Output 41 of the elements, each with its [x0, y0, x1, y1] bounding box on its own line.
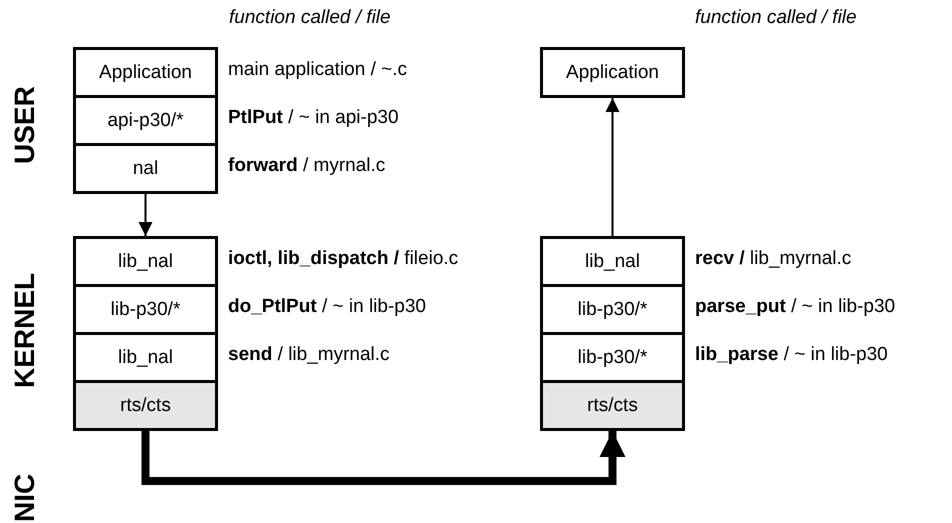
stack-layer-box	[73, 143, 218, 194]
layer-heading: USER	[10, 86, 40, 164]
stack-layer-box	[540, 332, 685, 383]
layer-label: nal	[132, 158, 158, 180]
layer-label: rts/cts	[120, 394, 171, 416]
layer-heading: KERNEL	[10, 272, 40, 388]
stack-layer-box	[73, 332, 218, 383]
layer-label: Application	[566, 62, 659, 84]
layer-label: rts/cts	[587, 394, 638, 416]
stack-layer-box	[540, 236, 685, 287]
function-file-annotation: lib_parse / ~ in lib-p30	[695, 342, 888, 366]
layer-label: api-p30/*	[107, 110, 184, 132]
stack-layer-box	[73, 380, 218, 431]
function-file-annotation: parse_put / ~ in lib-p30	[695, 294, 896, 318]
column-heading: function called / file	[229, 7, 391, 29]
function-file-annotation: ioctl, lib_dispatch / fileio.c	[228, 246, 458, 270]
function-file-annotation: recv / lib_myrnal.c	[695, 246, 852, 270]
layer-label: Application	[99, 62, 192, 84]
layer-label: lib-p30/*	[578, 346, 648, 368]
arrow	[142, 431, 626, 485]
function-file-annotation: forward / myrnal.c	[228, 154, 386, 178]
layer-label: lib_nal	[118, 250, 173, 272]
column-heading: function called / file	[695, 7, 857, 29]
stack-layer-box	[73, 236, 218, 287]
arrow	[606, 98, 620, 236]
function-file-annotation: PtlPut / ~ in api-p30	[228, 106, 399, 130]
function-file-annotation: main application / ~.c	[228, 58, 408, 82]
function-file-annotation: send / lib_myrnal.c	[228, 342, 390, 366]
function-file-annotation: do_PtlPut / ~ in lib-p30	[228, 294, 426, 318]
layer-label: lib_nal	[118, 346, 173, 368]
layer-heading: NIC	[10, 474, 40, 522]
stack-layer-box	[73, 47, 218, 98]
stack-layer-box	[540, 284, 685, 335]
stack-layer-box	[73, 284, 218, 335]
layer-label: lib_nal	[585, 250, 640, 272]
stack-layer-box	[73, 95, 218, 146]
layer-label: lib-p30/*	[110, 298, 180, 320]
stack-layer-box	[540, 47, 685, 98]
layer-label: lib-p30/*	[578, 298, 648, 320]
arrow	[138, 194, 152, 236]
stack-layer-box	[540, 380, 685, 431]
